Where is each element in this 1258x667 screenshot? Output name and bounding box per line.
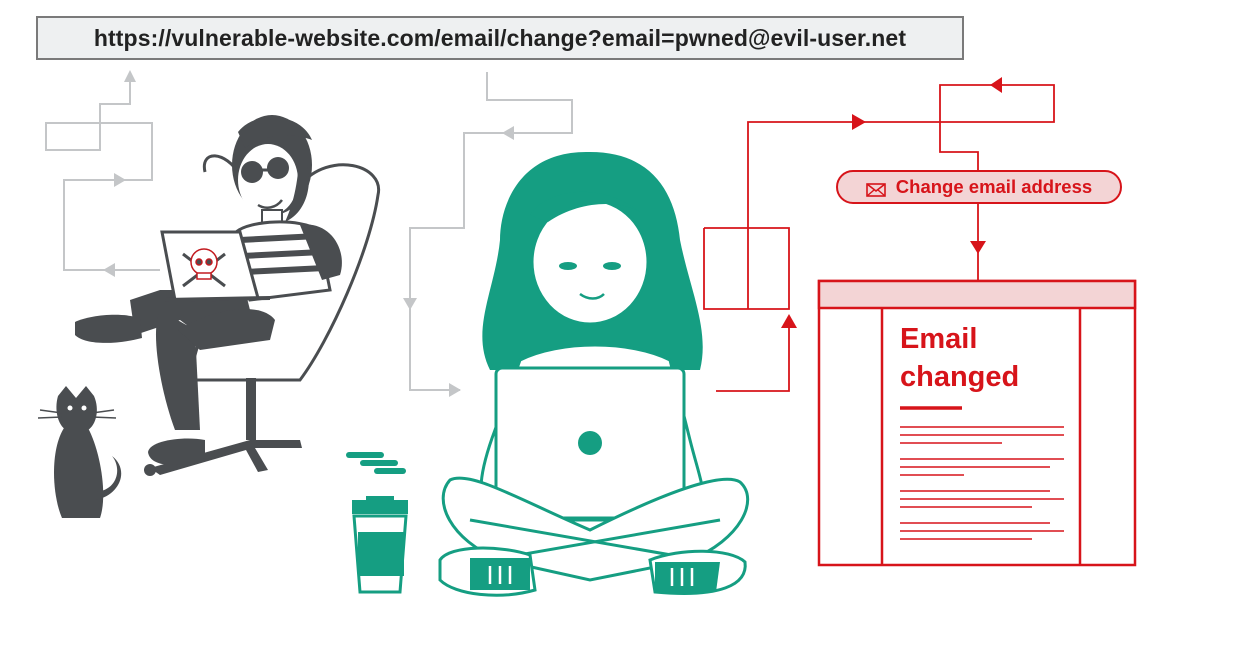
change-email-request-label: Change email address [836, 170, 1122, 204]
change-email-request-text: Change email address [895, 176, 1093, 197]
request-arrowheads [781, 77, 1002, 328]
cat-illustration [37, 386, 122, 518]
flow-arrowheads [103, 70, 514, 397]
malicious-url-text: https://vulnerable-website.com/email/cha… [93, 24, 907, 51]
envelope-icon [865, 180, 886, 197]
coffee-cup-illustration [346, 452, 408, 594]
email-changed-heading-line1: Email [900, 323, 978, 355]
email-changed-heading: Email changed [900, 320, 1070, 396]
attacker-illustration [75, 115, 381, 476]
email-changed-heading-line2: changed [900, 361, 1020, 393]
email-changed-browser-window [817, 279, 1137, 567]
victim-illustration [438, 151, 750, 597]
attacker-flow-lines [45, 72, 573, 391]
malicious-url-bar: https://vulnerable-website.com/email/cha… [36, 16, 964, 60]
document-text-lines [900, 426, 1064, 540]
skull-crossbones-icon [182, 248, 226, 288]
